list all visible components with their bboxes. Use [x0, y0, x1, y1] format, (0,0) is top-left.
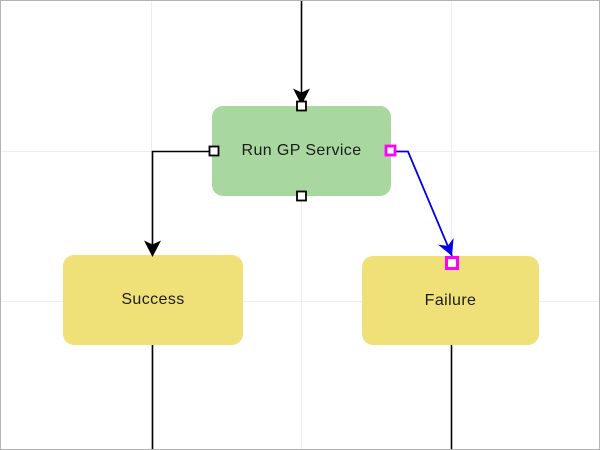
port-run-gp-bottom[interactable] — [296, 190, 307, 202]
node-run-gp-service[interactable]: Run GP Service — [212, 106, 391, 196]
port-run-gp-right-selected[interactable] — [384, 144, 397, 157]
port-failure-top-selected[interactable] — [445, 256, 459, 270]
edge-to-failure[interactable] — [395, 150, 453, 257]
node-run-gp-service-label: Run GP Service — [241, 142, 362, 159]
port-run-gp-left[interactable] — [208, 145, 220, 157]
node-success-label: Success — [121, 291, 185, 308]
edge-to-success[interactable] — [151, 150, 213, 250]
port-run-gp-top[interactable] — [296, 100, 307, 112]
node-success[interactable]: Success — [63, 255, 243, 345]
node-failure-label: Failure — [424, 291, 477, 309]
